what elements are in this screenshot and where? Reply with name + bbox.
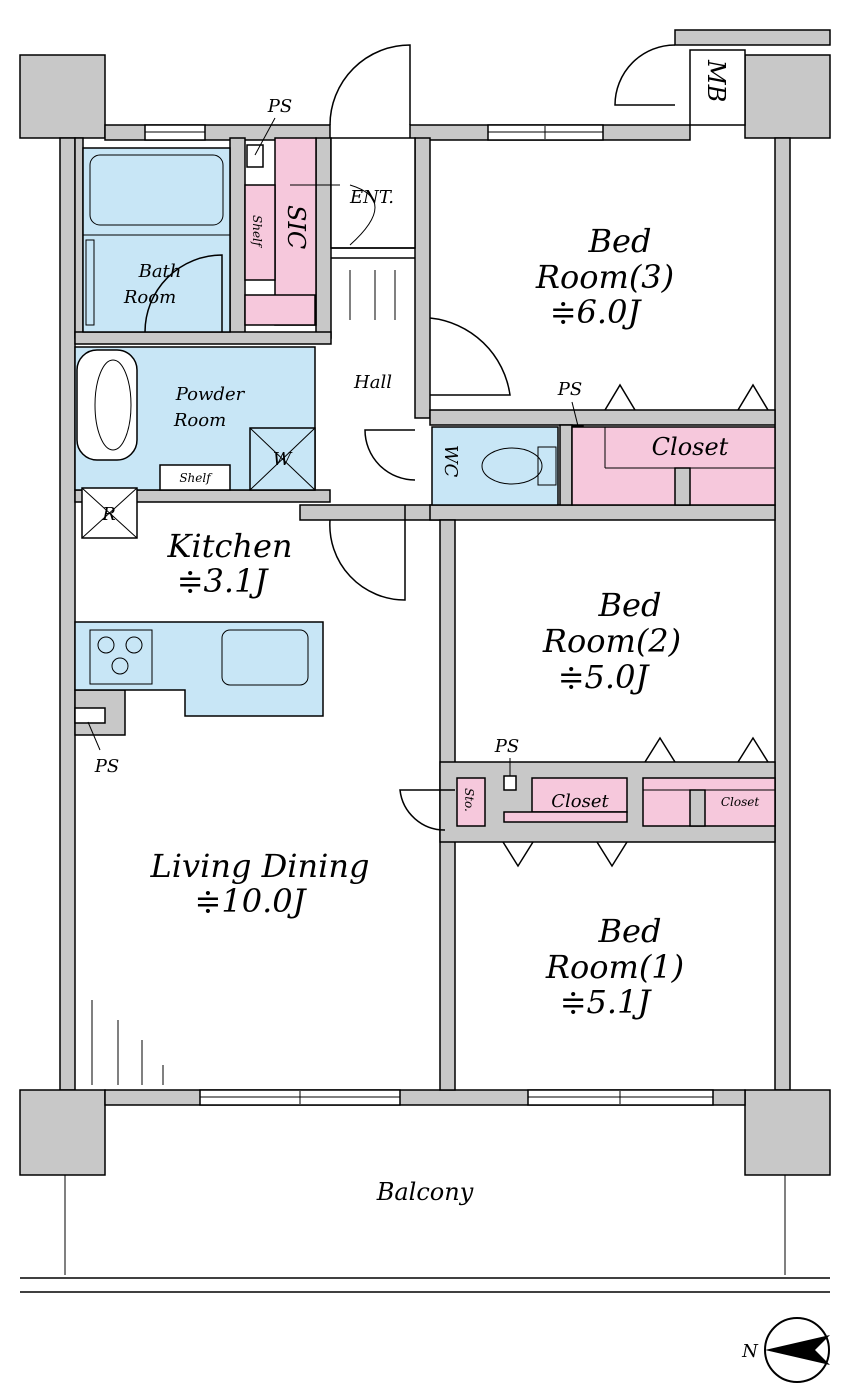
kitchen-area: ≑3.1J [177,562,270,600]
fridge-label: R [101,504,116,525]
closet-label-3: Closet [721,795,760,809]
mb-label: MB [702,59,730,102]
bed3-area: ≑6.0J [550,293,643,331]
closet-label-1: Closet [652,433,729,461]
washbasin-icon [94,359,132,451]
wc: WC [431,426,559,506]
sink-icon [221,629,309,686]
powder-label-1: Powder [175,384,246,405]
closet-label-2: Closet [551,791,609,812]
windows [144,124,714,1106]
bed1-label-2: Room(1) [545,948,684,986]
bed2-label-2: Room(2) [542,622,681,660]
ps-label-top: PS [267,96,292,117]
balcony: Balcony [20,1175,830,1293]
bathtub-icon [89,154,224,226]
hall-label: Hall [353,372,392,393]
door-swing-icon [429,317,511,396]
bed2-area: ≑5.0J [558,658,651,696]
ps-label-kitchen: PS [94,756,119,777]
entrance-door-swing [329,44,411,126]
living-area: ≑10.0J [195,882,308,920]
sic-label: SIC [282,205,310,249]
living-dining: Living Dining ≑10.0J [91,847,370,1085]
closet-bed3: Closet [571,383,776,506]
bath-room: Bath Room [82,147,231,333]
washer-label: W [273,449,293,470]
entrance: ENT. Hall [290,44,416,393]
north-arrow-icon: N [741,1317,830,1383]
closets-middle: Sto. PS Closet Closet [399,736,776,868]
ps-label-wc: PS [557,379,582,400]
powder-room: W Shelf Powder Room [74,346,316,491]
door-swing-icon [364,429,416,481]
ps-box-top [246,144,264,168]
bed1-label-1: Bed [598,912,662,950]
door-swing-icon [144,254,223,333]
north-label: N [741,1341,759,1362]
toilet-icon [481,447,543,485]
door-swing-icon [329,505,406,601]
ps-label-mid: PS [494,736,519,757]
ent-label: ENT. [349,187,394,208]
bed1-area: ≑5.1J [560,983,653,1021]
door-swing-icon [399,789,455,831]
sto-label: Sto. [462,788,476,812]
bath-label-1: Bath [138,261,182,282]
wc-label: WC [440,445,461,478]
bed-room-1: Bed Room(1) ≑5.1J [545,912,684,1021]
bed3-label-1: Bed [588,222,652,260]
bed3-label-2: Room(3) [535,258,674,296]
sic-closet: SIC Shelf [244,137,317,326]
bed2-label-1: Bed [598,586,662,624]
balcony-label: Balcony [376,1178,474,1206]
stove-burner-icon [89,629,153,685]
meter-box [689,49,746,126]
bath-label-2: Room [123,287,176,308]
shelf-label-powder: Shelf [179,471,213,485]
door-swing-icon [614,44,676,106]
bed-room-3: Bed Room(3) ≑6.0J [429,222,674,396]
kitchen-label: Kitchen [166,527,292,565]
powder-label-2: Room [173,410,226,431]
kitchen: R Kitchen ≑3.1J PS [74,487,406,777]
bed-room-2: Bed Room(2) ≑5.0J [542,586,769,763]
shelf-label-sic: Shelf [250,215,264,249]
living-label: Living Dining [150,847,370,885]
